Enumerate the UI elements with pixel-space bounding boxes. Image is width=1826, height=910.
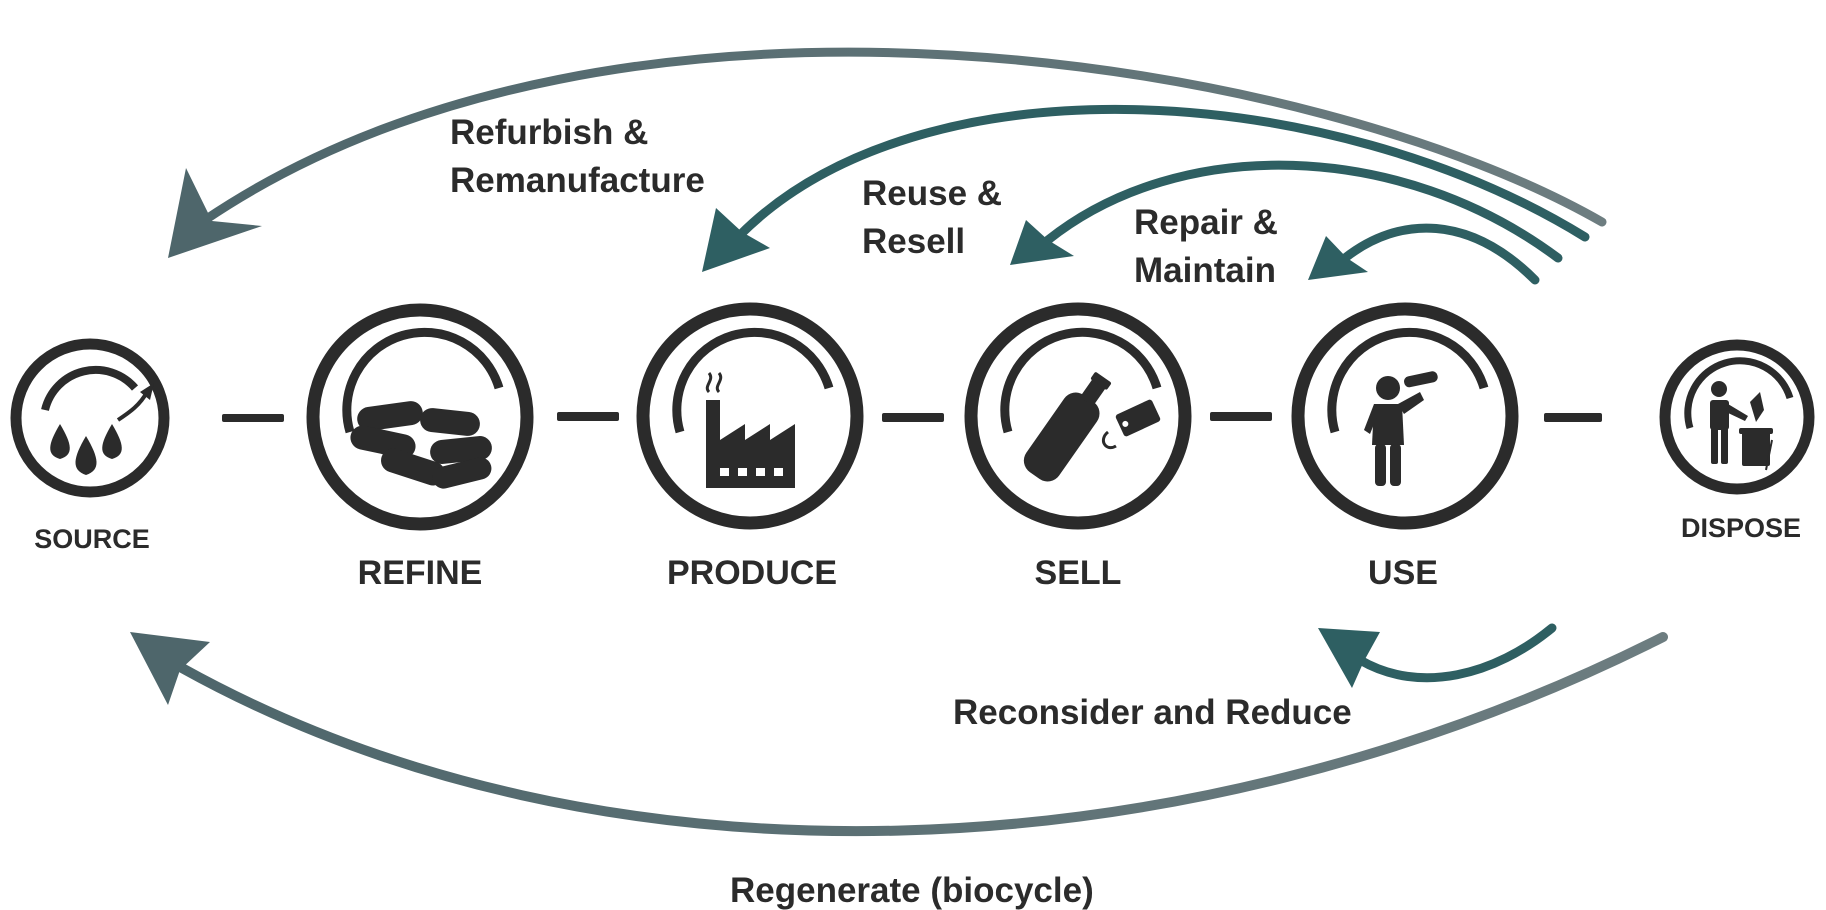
- bottle-tag-icon: [1023, 372, 1161, 482]
- stage-source: SOURCE: [10, 338, 170, 554]
- stage-label-sell: SELL: [1035, 554, 1122, 592]
- arrow-refurbish: [702, 104, 1590, 272]
- arrow-repair: [1308, 223, 1540, 285]
- arrow-regenerate: [130, 632, 1668, 837]
- factory-icon: [705, 372, 795, 488]
- stage-dispose: DISPOSE: [1659, 339, 1815, 543]
- stage-label-refine: REFINE: [358, 554, 483, 592]
- stage-label-dispose: DISPOSE: [1681, 513, 1801, 543]
- stage-refine: REFINE: [306, 303, 534, 592]
- water-drops-icon: [50, 383, 154, 475]
- stage-sell: SELL: [964, 302, 1192, 592]
- label-regenerate: Regenerate (biocycle): [730, 871, 1094, 910]
- arrow-reuse: [1010, 160, 1563, 265]
- label-refurbish: Refurbish & Remanufacture: [450, 113, 705, 200]
- label-reconsider: Reconsider and Reduce: [953, 693, 1352, 732]
- stage-label-use: USE: [1368, 554, 1438, 592]
- label-reuse: Reuse & Resell: [862, 174, 1012, 261]
- stage-produce: PRODUCE: [636, 302, 864, 592]
- stage-connectors: [222, 412, 1602, 422]
- label-refurbish-line2: Remanufacture: [450, 161, 705, 200]
- stage-label-source: SOURCE: [34, 524, 150, 554]
- arrow-to-source: [168, 47, 1607, 258]
- person-trash-icon: [1710, 381, 1773, 471]
- label-refurbish-line1: Refurbish &: [450, 113, 648, 152]
- stage-label-produce: PRODUCE: [667, 554, 837, 592]
- label-reuse-line2: Resell: [862, 222, 965, 261]
- logs-icon: [350, 401, 492, 489]
- label-repair-line2: Maintain: [1134, 251, 1276, 290]
- arrow-reconsider: [1318, 623, 1557, 688]
- stage-use: USE: [1291, 302, 1519, 592]
- label-repair-line1: Repair &: [1134, 203, 1278, 242]
- label-repair: Repair & Maintain: [1134, 203, 1288, 290]
- person-drinking-icon: [1364, 371, 1438, 486]
- label-reuse-line1: Reuse &: [862, 174, 1002, 213]
